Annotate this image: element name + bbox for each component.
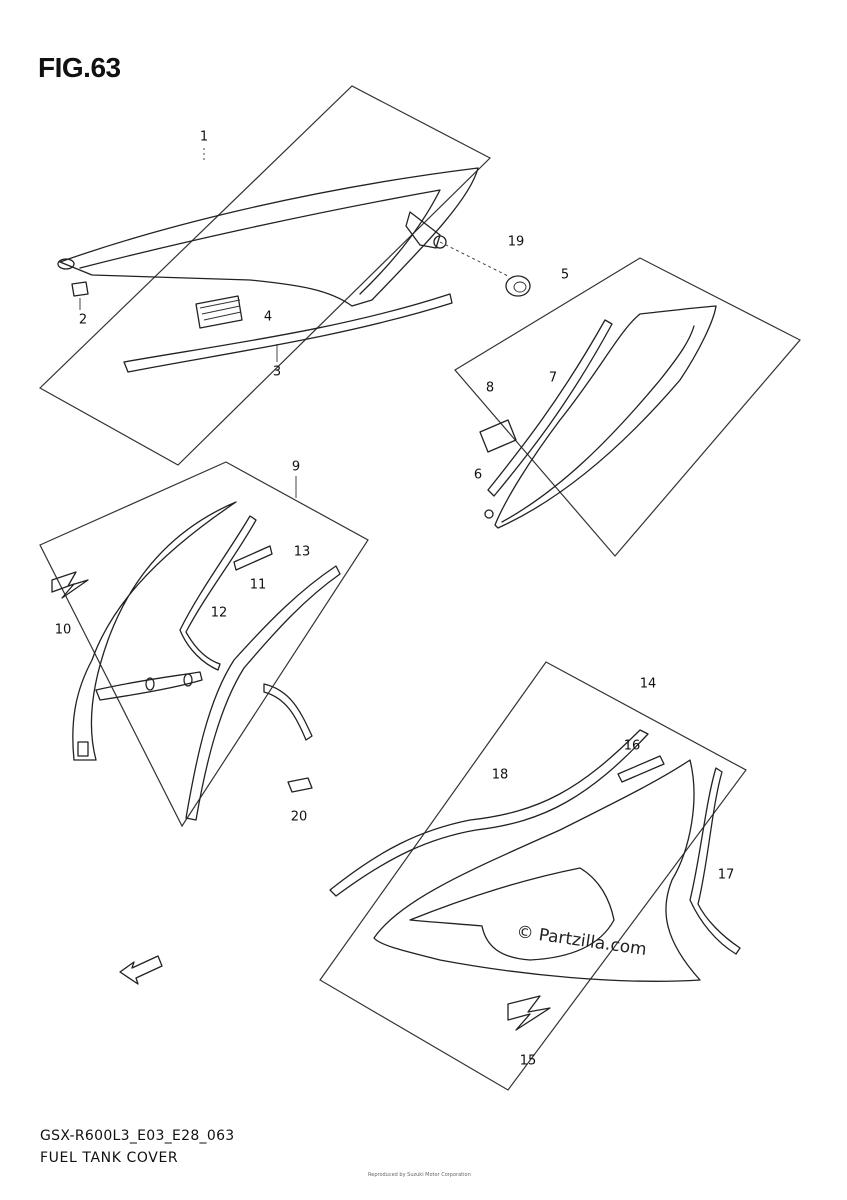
clip-20 [287,777,313,793]
fine-print: Reproduced by Suzuki Motor Corporation [368,1172,471,1178]
fwd-arrow-icon [119,955,163,985]
callout-9[interactable]: 9 [291,459,301,475]
callout-1[interactable]: 1 [199,129,209,145]
group-9-panel [39,461,369,828]
group-5-panel [454,257,801,557]
group-1-panel [39,85,531,466]
callout-5[interactable]: 5 [560,267,570,283]
callout-16[interactable]: 16 [623,738,641,754]
callout-17[interactable]: 17 [717,867,735,883]
callout-20[interactable]: 20 [290,809,308,825]
figure-title: FIG.63 [38,52,121,83]
callout-10[interactable]: 10 [54,622,72,638]
callout-13[interactable]: 13 [293,544,311,560]
callout-2[interactable]: 2 [78,312,88,328]
callout-19[interactable]: 19 [507,234,525,250]
model-code: GSX-R600L3_E03_E28_063 [40,1128,235,1144]
callout-12[interactable]: 12 [210,605,228,621]
callout-4[interactable]: 4 [263,309,273,325]
callout-7[interactable]: 7 [548,370,558,386]
callout-18[interactable]: 18 [491,767,509,783]
callout-8[interactable]: 8 [485,380,495,396]
callout-14[interactable]: 14 [639,676,657,692]
callout-3[interactable]: 3 [272,364,282,380]
section-title: FUEL TANK COVER [40,1150,179,1166]
callout-11[interactable]: 11 [249,577,267,593]
callout-6[interactable]: 6 [473,467,483,483]
callout-15[interactable]: 15 [519,1053,537,1069]
group-14-panel [319,661,747,1091]
